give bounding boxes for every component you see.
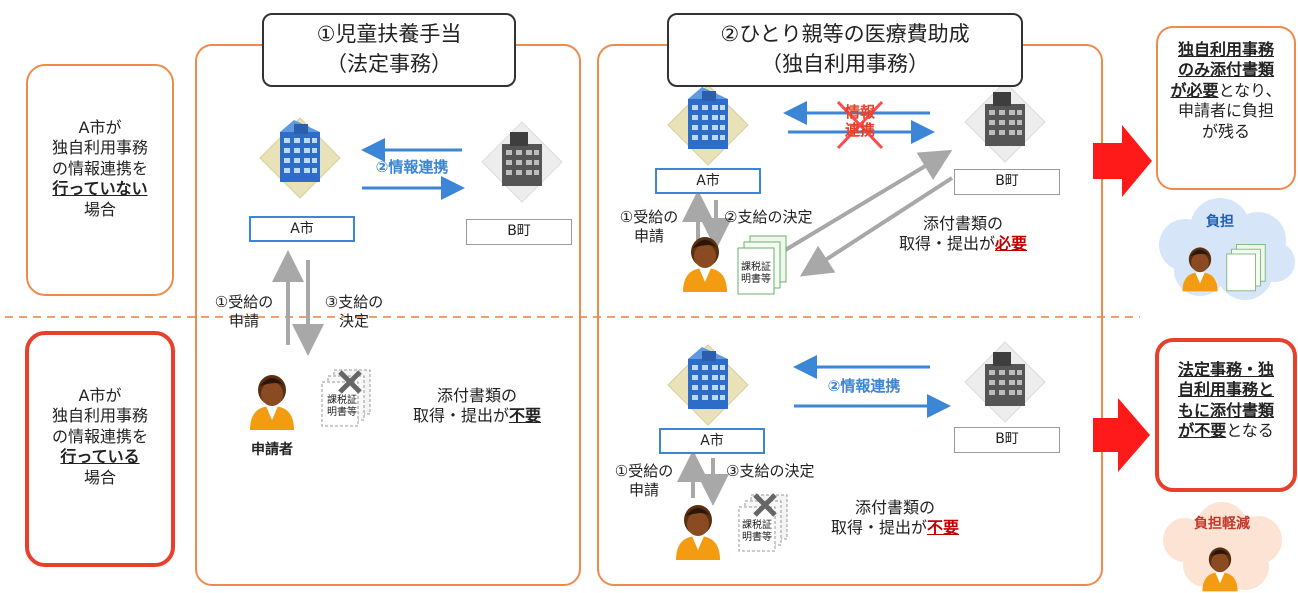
apply-label: ①受給の 申請 — [607, 462, 681, 500]
document-label-line1: 課税証 — [742, 520, 772, 531]
blocked-label-line1: 情報 — [844, 103, 875, 121]
scenario-top-line3: の情報連携を — [51, 158, 148, 178]
blocked-info-link-label: 情報 連携 — [836, 103, 884, 139]
decision-label-line1: ③支給の — [324, 293, 384, 311]
required-emph: 必要 — [995, 234, 1028, 254]
scenario-top-text: A市が 独自利用事務 の情報連携を 行っていない 場合 — [27, 118, 173, 220]
burden-cloud-label: 負担 — [1206, 214, 1234, 230]
scenario-box-bottom — [25, 331, 175, 567]
result-top-line4: 申請者に負担 — [1177, 101, 1274, 121]
apply-label-line2: 申請 — [633, 227, 664, 246]
result-bottom-line1: 法定事務・独 — [1177, 360, 1274, 379]
info-link-label: ②情報連携 — [827, 377, 901, 395]
decision-label: ②支給の決定 — [724, 208, 813, 226]
decision-label-line2: 決定 — [338, 312, 369, 331]
panel2-subtitle: （独自利用事務） — [761, 52, 929, 76]
document-label: 課税証 明書等 — [322, 395, 362, 419]
blocked-label-line2: 連携 — [844, 121, 875, 139]
document-label-line2: 明書等 — [327, 407, 357, 418]
city-a-label: A市 — [659, 428, 765, 454]
scenario-bottom-emph: 行っている — [60, 447, 140, 467]
scenario-top-emph: 行っていない — [52, 179, 148, 199]
scenario-bottom-line2: 独自利用事務 — [51, 406, 148, 426]
result-arrow-top — [1093, 125, 1152, 197]
document-label-line2: 明書等 — [742, 532, 772, 543]
scenario-bottom-line1: A市が — [78, 386, 122, 405]
scenario-bottom-line5: 場合 — [83, 467, 116, 487]
attachment-note: 添付書類の 取得・提出が不要 — [392, 386, 562, 427]
attachment-note-line1: 添付書類の — [436, 386, 517, 405]
result-bottom-line3: もに添付書類 — [1177, 400, 1274, 420]
info-link-label: ②情報連携 — [375, 158, 449, 176]
result-top-text: 独自利用事務 のみ添付書類 が必要となり、 申請者に負担 が残る — [1157, 40, 1295, 142]
attachment-note-line2: 取得・提出が必要 — [898, 234, 1028, 254]
scenario-top-line1: A市が — [78, 118, 122, 137]
reduced-burden-cloud-label: 負担軽減 — [1194, 516, 1250, 532]
town-b-label: B町 — [954, 427, 1060, 453]
decision-label: ③支給の決定 — [726, 462, 815, 480]
applicant-label: 申請者 — [251, 442, 293, 458]
blocked-cross-icon — [836, 100, 884, 150]
city-a-label: A市 — [249, 216, 355, 242]
apply-label-line1: ①受給の — [614, 462, 674, 480]
panel1-title-box: ①児童扶養手当 （法定事務） — [262, 13, 516, 87]
attachment-note-line2: 取得・提出が不要 — [830, 518, 960, 538]
scenario-bottom-line3: の情報連携を — [51, 426, 148, 446]
city-a-building-icon — [667, 84, 749, 166]
city-a-building-icon — [667, 344, 749, 426]
result-top-line3: が必要となり、 — [1170, 80, 1282, 100]
town-b-building-icon — [481, 121, 563, 203]
attachment-note-line1: 添付書類の — [922, 214, 1003, 233]
apply-label-line2: 申請 — [628, 481, 659, 500]
document-label-line1: 課税証 — [327, 395, 357, 406]
attachment-note-line2: 取得・提出が不要 — [412, 406, 542, 426]
city-a-building-icon — [259, 117, 341, 199]
result-box-bottom — [1155, 338, 1297, 492]
city-a-label: A市 — [655, 168, 761, 194]
apply-label-line2: 申請 — [228, 312, 259, 331]
cross-icon — [338, 370, 362, 394]
reduced-burden-cloud — [1163, 502, 1282, 590]
result-top-line1: 独自利用事務 — [1177, 40, 1274, 59]
town-b-building-icon — [964, 81, 1046, 163]
document-label: 課税証 明書等 — [737, 520, 777, 544]
not-required-emph: 不要 — [509, 406, 542, 426]
result-bottom-text: 法定事務・独 自利用事務と もに添付書類 が不要となる — [1157, 360, 1295, 442]
document-label: 課税証 明書等 — [736, 262, 776, 286]
scenario-top-line5: 場合 — [83, 199, 116, 219]
result-top-line2: のみ添付書類 — [1177, 60, 1274, 80]
result-bottom-line4: が不要となる — [1178, 421, 1274, 441]
panel1-title: ①児童扶養手当 — [316, 22, 462, 46]
apply-label-line1: ①受給の — [619, 208, 679, 226]
applicant-person-icon — [683, 237, 727, 292]
applicant-person-icon — [676, 505, 720, 560]
apply-label: ①受給の 申請 — [208, 293, 280, 331]
burden-docs-icon — [1226, 244, 1266, 292]
attachment-note: 添付書類の 取得・提出が必要 — [878, 214, 1048, 255]
panel1-subtitle: （法定事務） — [326, 52, 452, 76]
scenario-bottom-text: A市が 独自利用事務 の情報連携を 行っている 場合 — [27, 386, 173, 488]
scenario-top-line2: 独自利用事務 — [51, 138, 148, 158]
not-required-emph: 不要 — [927, 518, 960, 538]
document-label-line1: 課税証 — [741, 262, 771, 273]
attachment-note-line1: 添付書類の — [854, 498, 935, 517]
result-top-line5: が残る — [1201, 121, 1250, 141]
attachment-note: 添付書類の 取得・提出が不要 — [810, 498, 980, 539]
panel2-title: ②ひとり親等の医療費助成 — [720, 22, 970, 46]
result-arrow-bottom — [1093, 398, 1150, 472]
document-label-line2: 明書等 — [741, 274, 771, 285]
apply-label: ①受給の 申請 — [612, 208, 686, 246]
town-b-label: B町 — [466, 219, 572, 245]
apply-label-line1: ①受給の — [214, 293, 274, 311]
result-bottom-line2: 自利用事務と — [1177, 380, 1274, 400]
decision-label: ③支給の 決定 — [318, 293, 390, 331]
town-b-label: B町 — [954, 169, 1060, 195]
scenario-box-top — [26, 64, 174, 296]
panel2-title-box: ②ひとり親等の医療費助成 （独自利用事務） — [667, 13, 1023, 87]
town-b-building-icon — [964, 341, 1046, 423]
result-box-top — [1156, 26, 1296, 190]
applicant-person-icon — [250, 375, 294, 430]
